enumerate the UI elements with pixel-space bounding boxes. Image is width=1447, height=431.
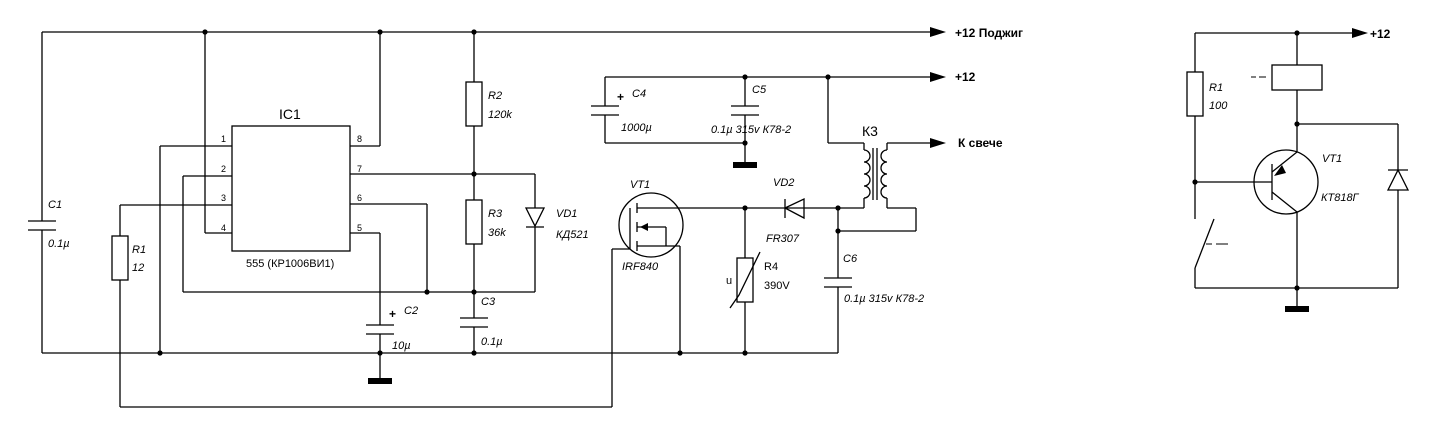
resistor-r1: R1 12 <box>111 204 612 408</box>
r1-ref: R1 <box>132 244 146 256</box>
vd1-value: КД521 <box>556 229 589 241</box>
c6-value: 0.1µ 315v К78-2 <box>844 293 924 305</box>
relay-transistor-vt1: VT1 КТ818Г <box>1195 124 1360 288</box>
arrow-relay-plus12 <box>1352 28 1368 38</box>
ignition-coil-k3: К3 К свече <box>827 77 1003 232</box>
relay-vt1-ref: VT1 <box>1322 153 1342 165</box>
c2-polarity: + <box>389 307 396 321</box>
arrow-plus12-ignition <box>930 27 946 37</box>
label-to-plug: К свече <box>958 136 1003 150</box>
relay-r1-ref: R1 <box>1209 82 1223 94</box>
c1-value: 0.1µ <box>48 238 70 250</box>
pin-8-label: 8 <box>357 134 362 144</box>
ic-ref: IC1 <box>279 106 301 122</box>
main-circuit: +12 Поджиг C1 0.1µ R1 12 <box>28 26 1023 408</box>
coil-ref: К3 <box>862 123 878 139</box>
capacitor-c4: + C4 1000µ <box>591 77 745 144</box>
pin-7-label: 7 <box>357 164 362 174</box>
capacitor-c5: C5 0.1µ 315v К78-2 <box>711 77 791 168</box>
r3-ref: R3 <box>488 208 503 220</box>
ic-555: IC1 555 (КР1006ВИ1) 1 2 3 4 5 6 7 8 <box>159 32 535 353</box>
c2-value: 10µ <box>392 340 411 352</box>
r4-symbol: u <box>726 275 732 287</box>
pin-3-label: 3 <box>221 193 226 203</box>
mosfet-vt1: VT1 IRF840 <box>611 179 841 407</box>
vt1-value: IRF840 <box>622 261 659 273</box>
c5-ref: C5 <box>752 84 767 96</box>
c3-ref: C3 <box>481 296 496 308</box>
relay-ground <box>1285 306 1309 312</box>
varistor-r4: u R4 390V <box>726 208 790 353</box>
diode-vd1: VD1 КД521 <box>524 174 589 292</box>
r2-value: 120k <box>488 109 512 121</box>
ground-c2 <box>368 378 392 384</box>
r3-value: 36k <box>488 227 506 239</box>
capacitor-c6: C6 0.1µ 315v К78-2 <box>824 208 924 353</box>
vd2-ref: VD2 <box>773 177 794 189</box>
capacitor-c3: C3 0.1µ <box>460 296 503 353</box>
label-plus12-ignition: +12 Поджиг <box>955 26 1023 40</box>
vd2-value: FR307 <box>766 233 800 245</box>
c2-ref: C2 <box>404 305 418 317</box>
c4-ref: C4 <box>632 88 646 100</box>
r2-ref: R2 <box>488 90 502 102</box>
r1-value: 12 <box>132 262 144 274</box>
relay-supply-label: +12 <box>1370 27 1391 41</box>
diode-vd2: VD2 FR307 <box>766 177 805 245</box>
pin-4-label: 4 <box>221 223 226 233</box>
arrow-plus12 <box>930 72 946 82</box>
resistor-r2: R2 120k <box>465 32 512 200</box>
ic-part: 555 (КР1006ВИ1) <box>246 258 334 270</box>
c5-value: 0.1µ 315v К78-2 <box>711 124 791 136</box>
ground-c5 <box>733 162 757 168</box>
resistor-r3: R3 36k <box>465 199 506 318</box>
r4-ref: R4 <box>764 261 778 273</box>
r4-value: 390V <box>764 280 790 292</box>
c4-value: 1000µ <box>621 122 652 134</box>
capacitor-c2: + C2 10µ <box>366 305 418 384</box>
c1-ref: C1 <box>48 199 62 211</box>
c4-polarity: + <box>617 90 624 104</box>
pin-6-label: 6 <box>357 193 362 203</box>
relay-circuit: +12 R1 100 <box>1186 27 1410 312</box>
arrow-to-plug <box>930 138 946 148</box>
relay-coil <box>1251 33 1398 127</box>
vd1-ref: VD1 <box>556 208 577 220</box>
vt1-ref: VT1 <box>630 179 650 191</box>
c3-value: 0.1µ <box>481 336 503 348</box>
relay-resistor-r1: R1 100 <box>1186 33 1228 219</box>
pin-2-label: 2 <box>221 164 226 174</box>
relay-flyback-diode <box>1386 124 1410 288</box>
pin-1-label: 1 <box>221 134 226 144</box>
relay-r1-value: 100 <box>1209 100 1228 112</box>
c6-ref: C6 <box>843 253 858 265</box>
pin-5-label: 5 <box>357 223 362 233</box>
relay-vt1-value: КТ818Г <box>1321 192 1360 204</box>
capacitor-c1: C1 0.1µ <box>28 32 70 353</box>
label-plus12: +12 <box>955 70 976 84</box>
